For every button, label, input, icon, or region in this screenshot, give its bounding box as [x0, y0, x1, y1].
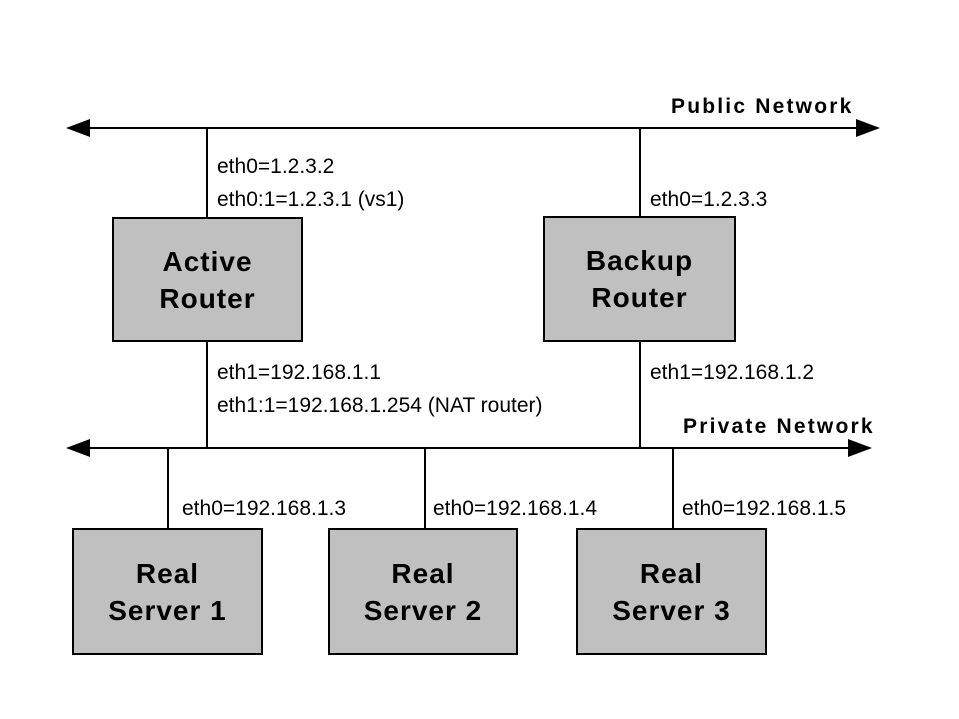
active-router-private-interfaces: eth1=192.168.1.1 eth1:1=192.168.1.254 (N… [217, 356, 543, 422]
private-network-line [84, 447, 852, 449]
active-router-node: Active Router [112, 217, 303, 342]
public-line-right-arrowhead-icon [856, 119, 880, 137]
backup-router-eth0-label: eth0=1.2.3.3 [650, 188, 768, 211]
real-server-2-eth0-label: eth0=192.168.1.4 [433, 497, 598, 520]
link-backup-router-to-private [639, 341, 641, 448]
real-server-3-node: Real Server 3 [576, 528, 767, 655]
real-server-3-eth0-label: eth0=192.168.1.5 [682, 497, 847, 520]
active-router-eth0-label: eth0=1.2.3.2 [217, 155, 335, 178]
private-line-left-arrowhead-icon [66, 439, 90, 457]
link-private-to-real-server-1 [167, 448, 169, 528]
real-server-1-eth0-label: eth0=192.168.1.3 [182, 497, 347, 520]
private-line-right-arrowhead-icon [848, 439, 872, 457]
link-public-to-active-router [206, 128, 208, 218]
backup-router-node: Backup Router [543, 216, 736, 342]
active-router-public-interfaces: eth0=1.2.3.2 eth0:1=1.2.3.1 (vs1) [217, 150, 404, 216]
link-active-router-to-private [206, 341, 208, 448]
link-public-to-backup-router [639, 128, 641, 217]
active-router-eth0-alias-label: eth0:1=1.2.3.1 (vs1) [217, 188, 405, 211]
public-network-line [84, 127, 860, 129]
real-server-2-node: Real Server 2 [328, 528, 518, 655]
backup-router-eth1-label: eth1=192.168.1.2 [650, 361, 815, 384]
link-private-to-real-server-3 [672, 448, 674, 528]
private-network-label: Private Network [683, 415, 875, 438]
link-private-to-real-server-2 [424, 448, 426, 528]
public-line-left-arrowhead-icon [66, 119, 90, 137]
public-network-label: Public Network [671, 95, 854, 118]
real-server-1-node: Real Server 1 [72, 528, 263, 655]
active-router-eth1-label: eth1=192.168.1.1 [217, 361, 382, 384]
active-router-eth1-alias-label: eth1:1=192.168.1.254 (NAT router) [217, 394, 543, 417]
